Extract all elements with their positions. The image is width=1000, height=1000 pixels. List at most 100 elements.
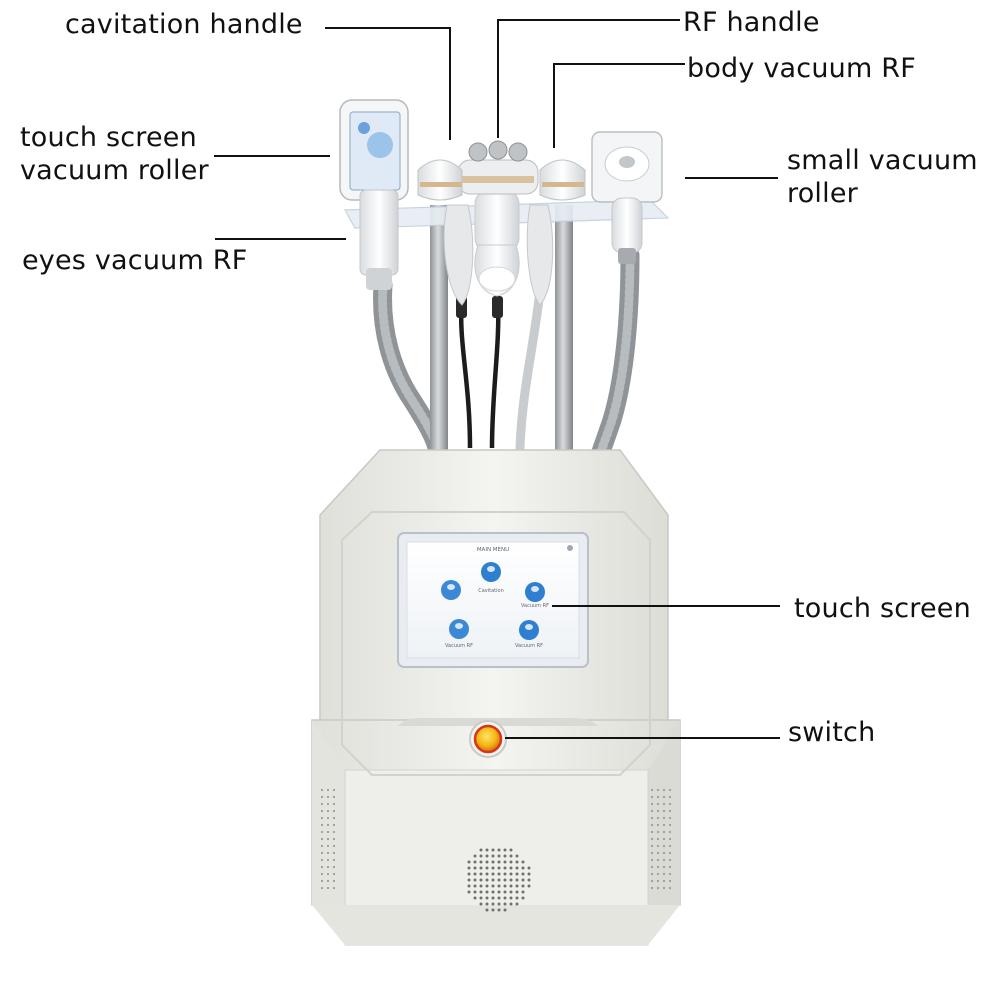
vent-hole	[662, 802, 666, 806]
label-line: vacuum roller	[20, 155, 209, 187]
vent-hole	[332, 872, 336, 876]
grille-hole	[491, 866, 495, 870]
vent-hole	[656, 823, 660, 827]
grille-hole	[467, 860, 471, 864]
vent-hole	[650, 872, 654, 876]
vent-hole	[668, 809, 672, 813]
vent-hole	[332, 802, 336, 806]
screen-item-label: Vacuum RF	[445, 643, 473, 649]
support-poles	[430, 205, 573, 460]
grille-hole	[491, 908, 495, 912]
grille-hole	[497, 884, 501, 888]
vent-hole	[320, 788, 324, 792]
vent-hole	[332, 844, 336, 848]
grille-hole	[479, 866, 483, 870]
grille-hole	[503, 890, 507, 894]
grille-hole	[509, 896, 513, 900]
grille-hole	[521, 872, 525, 876]
grille-hole	[509, 872, 513, 876]
grille-hole	[479, 896, 483, 900]
vent-hole	[662, 788, 666, 792]
grille-hole	[491, 896, 495, 900]
screen-item-left[interactable]	[441, 580, 461, 600]
grille-hole	[497, 890, 501, 894]
vent-hole	[332, 809, 336, 813]
grille-hole	[491, 872, 495, 876]
vent-hole	[320, 879, 324, 883]
vent-hole	[320, 865, 324, 869]
grille-hole	[515, 854, 519, 858]
grille-hole	[467, 890, 471, 894]
grille-hole	[527, 878, 531, 882]
vent-hole	[656, 886, 660, 890]
grille-hole	[527, 884, 531, 888]
vent-hole	[668, 816, 672, 820]
vent-hole	[320, 886, 324, 890]
screen-item-label: Cavitation	[478, 588, 504, 594]
grille-hole	[491, 848, 495, 852]
leader-lines	[214, 19, 780, 739]
label-eyes-vacuum-rf: eyes vacuum RF	[22, 245, 248, 276]
grille-hole	[509, 854, 513, 858]
vent-hole	[326, 802, 330, 806]
screen-item-cavitation[interactable]: Cavitation	[478, 562, 504, 594]
vent-hole	[668, 879, 672, 883]
vent-hole	[662, 886, 666, 890]
vent-hole	[332, 886, 336, 890]
label-touch-screen: touch screen	[794, 593, 971, 624]
grille-hole	[467, 878, 471, 882]
grille-hole	[473, 878, 477, 882]
vent-hole	[320, 830, 324, 834]
grille-hole	[497, 896, 501, 900]
vent-hole	[656, 858, 660, 862]
vent-hole	[320, 795, 324, 799]
screen-item-vacuum-rf-2[interactable]: Vacuum RF	[445, 619, 473, 649]
vent-hole	[650, 851, 654, 855]
vent-hole	[650, 816, 654, 820]
grille-hole	[503, 848, 507, 852]
side-handles	[417, 159, 586, 306]
grille-hole	[479, 848, 483, 852]
grille-hole	[521, 896, 525, 900]
screen-header: MAIN MENU	[477, 547, 509, 553]
grille-hole	[515, 896, 519, 900]
grille-hole	[485, 848, 489, 852]
vent-hole	[650, 823, 654, 827]
vent-hole	[668, 858, 672, 862]
vent-hole	[662, 858, 666, 862]
grille-hole	[479, 890, 483, 894]
vent-hole	[326, 879, 330, 883]
vent-hole	[320, 823, 324, 827]
grille-hole	[473, 890, 477, 894]
label-line: touch screen	[20, 122, 197, 153]
vent-hole	[656, 802, 660, 806]
vent-hole	[320, 802, 324, 806]
vent-hole	[332, 865, 336, 869]
grille-hole	[503, 902, 507, 906]
screen-item-vacuum-rf-1[interactable]: Vacuum RF	[521, 582, 549, 609]
grille-hole	[509, 878, 513, 882]
label-cavitation-handle: cavitation handle	[65, 9, 303, 40]
grille-hole	[515, 878, 519, 882]
grille-hole	[479, 872, 483, 876]
power-switch[interactable]	[469, 720, 507, 758]
vent-hole	[320, 851, 324, 855]
vent-hole	[326, 823, 330, 827]
grille-hole	[485, 872, 489, 876]
grille-hole	[503, 884, 507, 888]
vent-hole	[650, 802, 654, 806]
touch-screen: MAIN MENU Cavitation Vacuum RF Vacuum RF…	[397, 532, 589, 668]
grille-hole	[497, 866, 501, 870]
vent-hole	[326, 809, 330, 813]
screen-item-vacuum-rf-3[interactable]: Vacuum RF	[515, 620, 543, 649]
grille-hole	[515, 902, 519, 906]
grille-hole	[503, 866, 507, 870]
vent-hole	[326, 788, 330, 792]
rf-handle	[457, 140, 539, 195]
grille-hole	[515, 890, 519, 894]
side-vents	[320, 788, 672, 890]
vent-hole	[332, 858, 336, 862]
vent-hole	[668, 872, 672, 876]
grille-hole	[479, 854, 483, 858]
vent-hole	[650, 788, 654, 792]
